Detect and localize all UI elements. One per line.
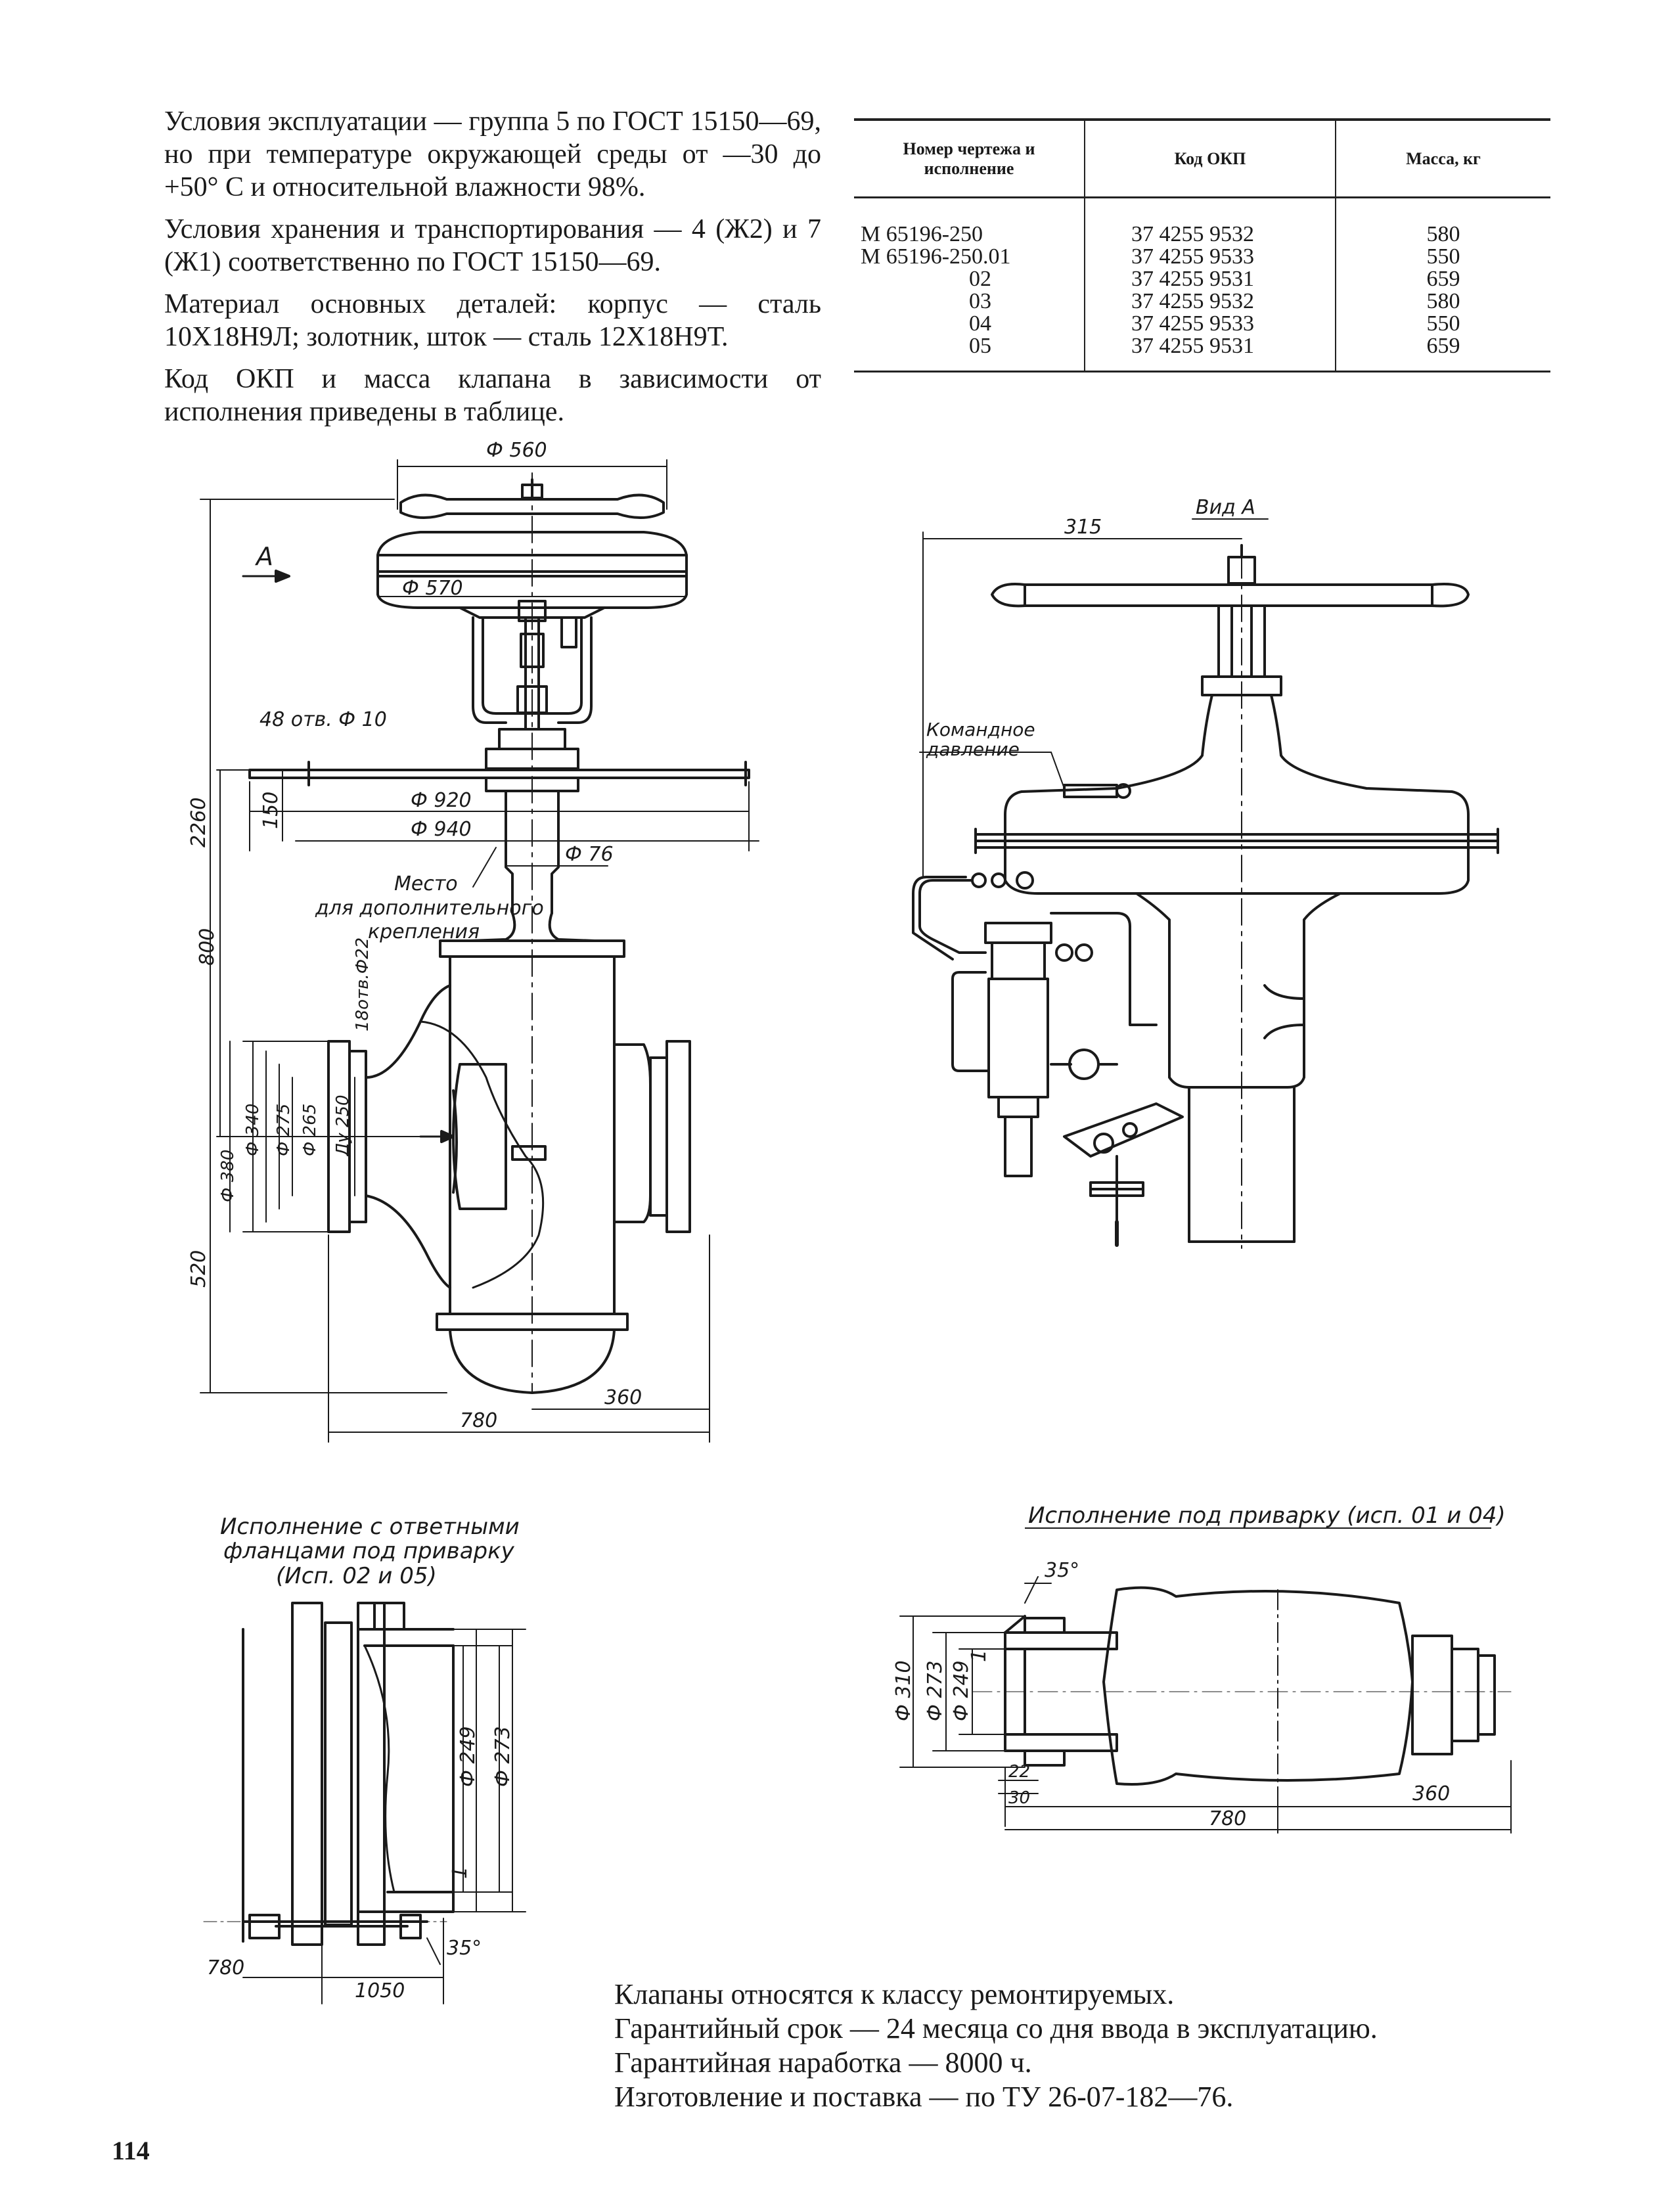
weld-dim-d310: Ф 310 (892, 1660, 915, 1721)
table-cell-okp: 37 4255 9531 (1084, 268, 1336, 290)
flange-variant-drawing (203, 1602, 526, 2004)
okp-mass-table: Номер чертежа и исполнение Код ОКП Масса… (854, 118, 1550, 372)
dim-h150: 150 (259, 792, 282, 829)
dim-d275: Ф 275 (274, 1104, 294, 1156)
weld-variant-title: Исполнение под приварку (исп. 01 и 04) (1028, 1502, 1506, 1529)
dim-d340: Ф 340 (243, 1104, 263, 1156)
table-cell-mass: 550 (1335, 313, 1550, 335)
page-number: 114 (112, 2136, 150, 2165)
table-row: М 65196-250 37 4255 9532 580 (854, 197, 1550, 246)
table-cell-okp: 37 4255 9532 (1084, 197, 1336, 246)
command-pressure-label-1: Командное (926, 719, 1035, 740)
table-row: 04 37 4255 9533 550 (854, 313, 1550, 335)
table-cell-drawing: М 65196-250.01 (861, 244, 1011, 269)
intro-paragraph-storage: Условия хранения и транспортирования — 4… (164, 214, 821, 277)
table-cell-drawing: 03 (969, 289, 991, 313)
note-warranty-period: Гарантийный срок — 24 месяца со дня ввод… (614, 2012, 1378, 2044)
dim-h2260: 2260 (187, 798, 210, 847)
table-cell-mass: 580 (1335, 290, 1550, 313)
table-cell-okp: 37 4255 9533 (1084, 246, 1336, 268)
table-row: 03 37 4255 9532 580 (854, 290, 1550, 313)
table-cell-drawing: М 65196-250 (861, 222, 983, 246)
weld-dim-30: 30 (1008, 1788, 1030, 1808)
table-row: 02 37 4255 9531 659 (854, 268, 1550, 290)
dim-flange-w780: 780 (207, 1956, 244, 1979)
dim-d273: Ф 273 (491, 1726, 514, 1787)
weld-dim-w360: 360 (1412, 1782, 1450, 1805)
table-cell-drawing: 04 (969, 311, 991, 336)
dim-d560: Ф 560 (486, 439, 547, 462)
table-header-mass: Масса, кг (1335, 118, 1550, 198)
note-repairable: Клапаны относятся к классу ремонтируемых… (614, 1978, 1175, 2010)
table-cell-drawing: 02 (969, 267, 991, 291)
dim-flange-w1050: 1050 (355, 1979, 405, 2002)
flange-variant-title-1: Исполнение с ответными (220, 1514, 520, 1540)
view-arrow-a: A (254, 542, 273, 571)
notes-block: Клапаны относятся к классу ремонтируемых… (614, 1977, 1567, 2114)
dim-d380: Ф 380 (218, 1150, 238, 1202)
place-label-3: крепления (368, 920, 480, 943)
table-header-row: Номер чертежа и исполнение Код ОКП Масса… (854, 118, 1550, 198)
table-cell-okp: 37 4255 9532 (1084, 290, 1336, 313)
view-a-drawing (912, 518, 1499, 1249)
intro-text: Условия эксплуатации — группа 5 по ГОСТ … (164, 105, 821, 438)
table-cell-mass: 659 (1335, 268, 1550, 290)
view-a-title: Вид А (1196, 496, 1255, 519)
table-row: 05 37 4255 9531 659 (854, 335, 1550, 372)
note-manufacturing: Изготовление и поставка — по ТУ 26-07-18… (614, 2081, 1234, 2113)
dim-w360: 360 (604, 1386, 642, 1409)
weld-dim-d249: Ф 249 (950, 1660, 973, 1721)
intro-paragraph-operation: Условия эксплуатации — группа 5 по ГОСТ … (164, 106, 821, 202)
table-header-drawing: Номер чертежа и исполнение (854, 118, 1085, 198)
table-cell-okp: 37 4255 9531 (1084, 335, 1336, 372)
dim-dn250: Ду 250 (333, 1095, 353, 1157)
dim-d920: Ф 920 (411, 789, 472, 812)
dim-d940: Ф 940 (411, 818, 472, 841)
dim-h800: 800 (196, 928, 219, 966)
dim-d76: Ф 76 (565, 843, 614, 866)
dim-d249: Ф 249 (457, 1726, 480, 1787)
command-pressure-label-2: давление (926, 738, 1020, 760)
place-label-1: Место (394, 872, 458, 895)
table-header-okp: Код ОКП (1084, 118, 1336, 198)
flange-variant-title-2: фланцами под приварку (223, 1538, 515, 1564)
place-label-2: для дополнительного (315, 897, 544, 920)
dim-w315: 315 (1064, 516, 1102, 539)
table-cell-okp: 37 4255 9533 (1084, 313, 1336, 335)
holes-48-label: 48 отв. Ф 10 (259, 708, 387, 731)
weld-dim-d273: Ф 273 (924, 1660, 947, 1721)
dim-h520: 520 (187, 1250, 210, 1288)
table-cell-mass: 659 (1335, 335, 1550, 372)
main-valve-drawing (200, 459, 759, 1443)
note-warranty-runtime: Гарантийная наработка — 8000 ч. (614, 2046, 1032, 2079)
table-row: М 65196-250.01 37 4255 9533 550 (854, 246, 1550, 268)
weld-dim-w780: 780 (1209, 1807, 1246, 1830)
dim-d265: Ф 265 (300, 1104, 320, 1156)
weld-dim-one: 1 (968, 1650, 991, 1662)
flange-variant-title-3: (Исп. 02 и 05) (276, 1563, 437, 1589)
holes-18-label: 18отв.Ф22 (353, 937, 372, 1031)
dim-d570: Ф 570 (402, 577, 463, 600)
intro-paragraph-materials: Материал основных деталей: корпус — стал… (164, 289, 821, 352)
table-cell-mass: 550 (1335, 246, 1550, 268)
dim-w780: 780 (460, 1409, 497, 1432)
weld-dim-22: 22 (1008, 1762, 1030, 1782)
table-cell-drawing: 05 (854, 335, 1085, 372)
angle-35: 35° (447, 1937, 482, 1960)
dim-one: 1 (449, 1866, 472, 1879)
weld-angle-35: 35° (1045, 1559, 1079, 1582)
table-cell-mass: 580 (1335, 197, 1550, 246)
intro-paragraph-table-ref: Код ОКП и масса клапана в зависимости от… (164, 364, 821, 427)
weld-variant-drawing (899, 1576, 1512, 1834)
